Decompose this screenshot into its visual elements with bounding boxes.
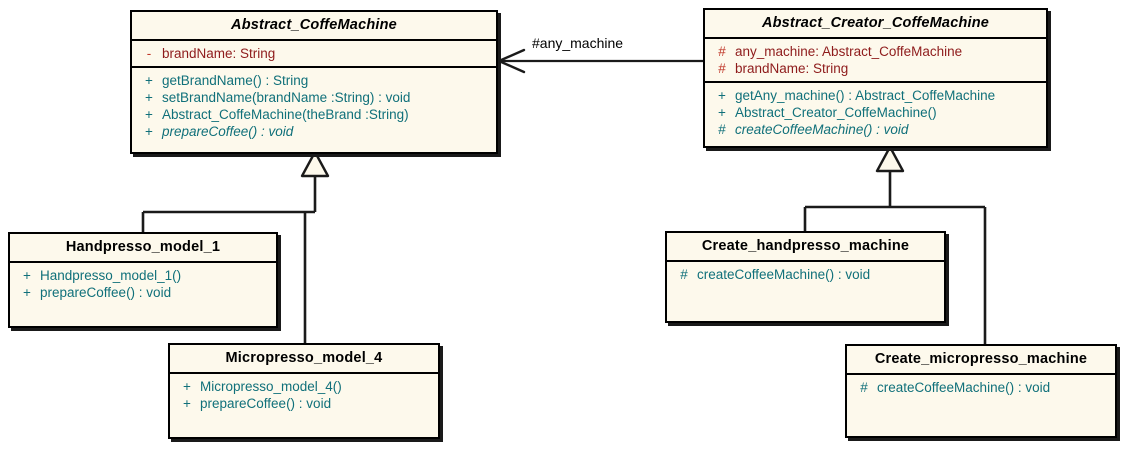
visibility-marker: + — [183, 379, 191, 394]
class-title: Create_micropresso_machine — [874, 351, 1088, 367]
operation-row: # createCoffeeMachine() : void — [847, 379, 1115, 396]
attribute-label: any_machine: Abstract_CoffeMachine — [735, 44, 963, 59]
attribute-label: brandName: String — [735, 61, 849, 76]
operation-label: getAny_machine() : Abstract_CoffeMachine — [735, 88, 996, 103]
operation-label: prepareCoffee() : void — [40, 285, 172, 300]
operation-row: + Abstract_CoffeMachine(theBrand :String… — [132, 106, 496, 123]
visibility-marker: + — [23, 285, 31, 300]
operation-label: createCoffeeMachine() : void — [697, 267, 871, 282]
operation-row: + Abstract_Creator_CoffeMachine() — [705, 104, 1046, 121]
operation-row: # createCoffeeMachine() : void — [705, 121, 1046, 138]
operation-row: + getAny_machine() : Abstract_CoffeMachi… — [705, 87, 1046, 104]
generalization-triangle — [300, 150, 330, 178]
operation-row: + Handpresso_model_1() — [10, 267, 276, 284]
operations-compartment: # createCoffeeMachine() : void — [847, 373, 1115, 436]
operation-row: + prepareCoffee() : void — [170, 395, 438, 412]
class-box-create-handpresso-machine[interactable]: Create_handpresso_machine # createCoffee… — [665, 231, 946, 323]
generalization-triangle — [875, 145, 905, 173]
visibility-marker: # — [718, 122, 726, 137]
operation-label: Micropresso_model_4() — [200, 379, 342, 394]
operation-row: + prepareCoffee() : void — [132, 123, 496, 140]
class-box-abstract-creator-coffemachine[interactable]: Abstract_Creator_CoffeMachine # any_mach… — [703, 8, 1048, 148]
visibility-marker: + — [145, 90, 153, 105]
operations-compartment: + Micropresso_model_4() + prepareCoffee(… — [170, 372, 438, 437]
visibility-marker: + — [718, 88, 726, 103]
attribute-label: brandName: String — [162, 46, 276, 61]
visibility-marker: # — [680, 267, 688, 282]
visibility-marker: # — [718, 61, 726, 76]
visibility-marker: # — [718, 44, 726, 59]
visibility-marker: # — [860, 380, 868, 395]
visibility-marker: - — [146, 46, 152, 61]
association-label-any-machine: #any_machine — [532, 35, 624, 51]
operation-row: + Micropresso_model_4() — [170, 378, 438, 395]
operation-row: + getBrandName() : String — [132, 72, 496, 89]
attributes-compartment: # any_machine: Abstract_CoffeMachine # b… — [705, 37, 1046, 81]
operation-row: + setBrandName(brandName :String) : void — [132, 89, 496, 106]
attributes-compartment: - brandName: String — [132, 39, 496, 66]
association-any-machine — [497, 48, 703, 74]
class-title: Handpresso_model_1 — [65, 239, 221, 255]
attribute-row: - brandName: String — [132, 45, 496, 62]
operation-label: getBrandName() : String — [162, 73, 309, 88]
class-title: Create_handpresso_machine — [701, 238, 910, 254]
operation-label: setBrandName(brandName :String) : void — [162, 90, 411, 105]
operations-compartment: # createCoffeeMachine() : void — [667, 260, 944, 321]
operation-row: # createCoffeeMachine() : void — [667, 266, 944, 283]
class-box-handpresso-model-1[interactable]: Handpresso_model_1 + Handpresso_model_1(… — [8, 232, 278, 328]
operation-label: createCoffeeMachine() : void — [877, 380, 1051, 395]
operations-compartment: + Handpresso_model_1() + prepareCoffee()… — [10, 261, 276, 326]
operation-label: prepareCoffee() : void — [200, 396, 332, 411]
operation-label: prepareCoffee() : void — [162, 124, 294, 139]
operations-compartment: + getAny_machine() : Abstract_CoffeMachi… — [705, 81, 1046, 146]
visibility-marker: + — [145, 73, 153, 88]
attribute-row: # any_machine: Abstract_CoffeMachine — [705, 43, 1046, 60]
operation-label: Handpresso_model_1() — [40, 268, 182, 283]
operation-label: Abstract_Creator_CoffeMachine() — [735, 105, 937, 120]
attribute-row: # brandName: String — [705, 60, 1046, 77]
class-title: Micropresso_model_4 — [225, 350, 383, 366]
class-title: Abstract_Creator_CoffeMachine — [761, 15, 990, 31]
visibility-marker: + — [183, 396, 191, 411]
visibility-marker: + — [145, 124, 153, 139]
class-box-create-micropresso-machine[interactable]: Create_micropresso_machine # createCoffe… — [845, 344, 1117, 438]
class-box-micropresso-model-4[interactable]: Micropresso_model_4 + Micropresso_model_… — [168, 343, 440, 439]
operation-label: createCoffeeMachine() : void — [735, 122, 909, 137]
visibility-marker: + — [145, 107, 153, 122]
visibility-marker: + — [23, 268, 31, 283]
class-title: Abstract_CoffeMachine — [231, 17, 397, 33]
operations-compartment: + getBrandName() : String + setBrandName… — [132, 66, 496, 152]
operation-row: + prepareCoffee() : void — [10, 284, 276, 301]
class-box-abstract-coffemachine[interactable]: Abstract_CoffeMachine - brandName: Strin… — [130, 10, 498, 154]
operation-label: Abstract_CoffeMachine(theBrand :String) — [162, 107, 409, 122]
visibility-marker: + — [718, 105, 726, 120]
